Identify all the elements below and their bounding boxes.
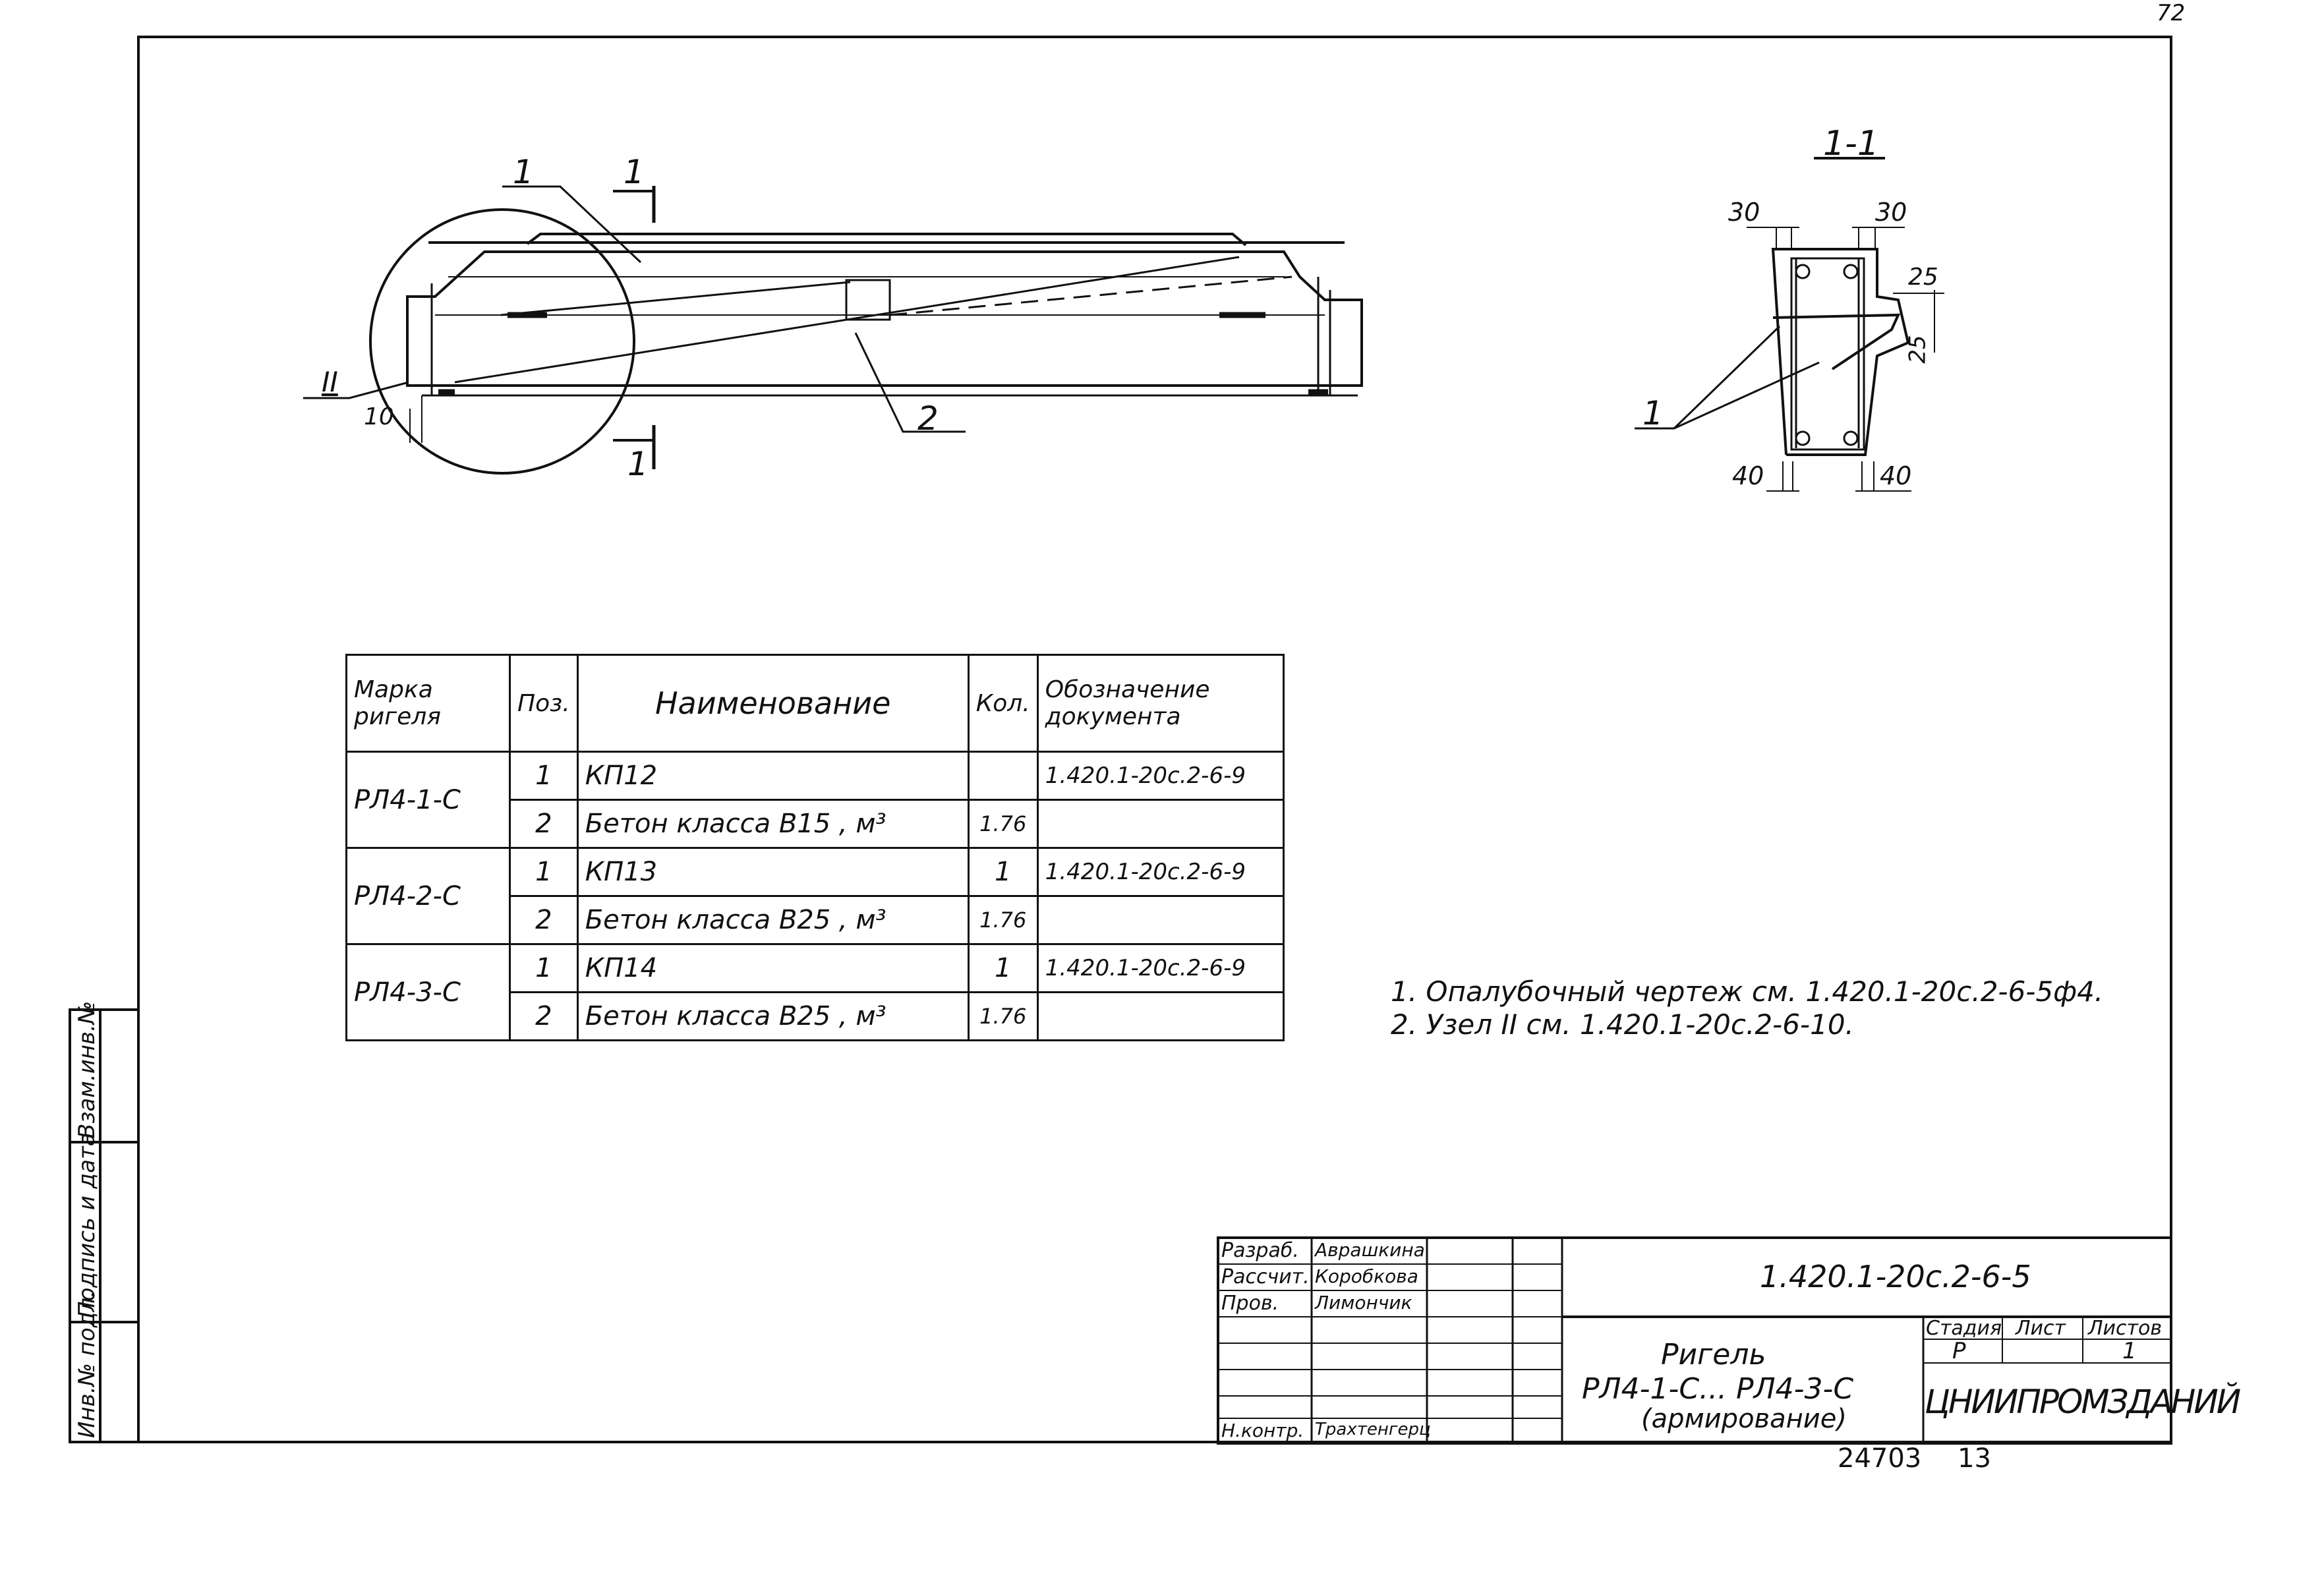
tb-role-6: Н.контр. <box>1221 1420 1304 1441</box>
tb-role-1: Рассчит. <box>1221 1265 1310 1288</box>
tb-role-0: Разраб. <box>1221 1239 1299 1262</box>
row-name: Бетон класса В25 , м³ <box>576 895 970 945</box>
drawing-title-3: (армирование) <box>1641 1404 1847 1434</box>
row-name: КП13 <box>576 847 970 897</box>
row-name: КП14 <box>576 943 970 993</box>
header-name: Наименование <box>576 654 970 753</box>
row-qty <box>967 751 1039 801</box>
section-cut-top-label: 1 <box>624 153 645 191</box>
dim-30-left: 30 <box>1728 198 1760 227</box>
row-doc: 1.420.1-20с.2-6-9 <box>1036 751 1285 801</box>
sheet-header: Лист <box>2016 1317 2066 1340</box>
row-doc <box>1036 799 1285 849</box>
row-pos: 2 <box>509 895 579 945</box>
row-pos: 1 <box>509 751 579 801</box>
header-mark: Марка ригеля <box>345 654 511 753</box>
row-qty: 1.76 <box>967 895 1039 945</box>
row-mark: РЛ4-1-С <box>345 751 511 849</box>
sheets-header: Листов <box>2088 1317 2163 1340</box>
girder-elevation <box>303 185 1363 475</box>
row-pos: 2 <box>509 799 579 849</box>
tb-name-2: Лимончик <box>1315 1292 1412 1314</box>
title-block-lines <box>70 1236 2172 1445</box>
table-row: 2 Бетон класса В25 , м³ 1.76 <box>347 895 1285 945</box>
drawing-title-1: Ригель <box>1661 1338 1766 1372</box>
note-1: 1. Опалубочный чертеж см. 1.420.1-20с.2-… <box>1391 975 2104 1008</box>
tb-name-0: Аврашкина <box>1315 1239 1425 1261</box>
side-stamp-original-inv: Инв.№ подл. <box>74 1290 100 1438</box>
dim-25-side: 25 <box>1904 335 1931 364</box>
node-circle <box>369 208 635 475</box>
dim-40-left: 40 <box>1732 461 1764 490</box>
section-title: 1-1 <box>1823 124 1879 163</box>
row-qty: 1.76 <box>967 799 1039 849</box>
table-row: 2 Бетон класса В15 , м³ 1.76 <box>347 799 1285 849</box>
table-row: 2 Бетон класса В25 , м³ 1.76 <box>347 991 1285 1041</box>
table-row: РЛ4-3-С 1 КП14 1 1.420.1-20с.2-6-9 <box>345 943 1285 1041</box>
side-stamp-replaced-inv: Взам.инв.№ <box>74 1000 100 1139</box>
archive-number: 24703 <box>1838 1443 1922 1474</box>
row-pos: 2 <box>509 991 579 1041</box>
row-pos: 1 <box>509 943 579 993</box>
elevation-callout-2: 2 <box>917 399 939 438</box>
elevation-callout-1: 1 <box>513 153 534 191</box>
row-name: Бетон класса В15 , м³ <box>576 799 970 849</box>
table-row: РЛ4-2-С 1 КП13 1 1.420.1-20с.2-6-9 <box>345 847 1285 945</box>
row-pos: 1 <box>509 847 579 897</box>
header-doc: Обозначение документа <box>1036 654 1285 753</box>
stage-header: Стадия <box>1926 1317 2002 1340</box>
row-qty: 1 <box>967 943 1039 993</box>
section-1-1 <box>1635 157 1944 492</box>
document-code: 1.420.1-20с.2-6-5 <box>1760 1259 2031 1294</box>
dim-25-top: 25 <box>1908 264 1938 291</box>
node-label: II <box>322 366 338 398</box>
row-doc: 1.420.1-20с.2-6-9 <box>1036 943 1285 993</box>
footer-page: 13 <box>1958 1443 1991 1474</box>
note-2: 2. Узел II см. 1.420.1-20с.2-6-10. <box>1391 1008 1854 1041</box>
section-callout-1: 1 <box>1642 394 1664 432</box>
stage-value: Р <box>1952 1338 1966 1364</box>
sheets-value: 1 <box>2122 1338 2137 1364</box>
row-name: КП12 <box>576 751 970 801</box>
row-qty: 1.76 <box>967 991 1039 1041</box>
tb-name-1: Коробкова <box>1315 1265 1418 1287</box>
table-row: РЛ4-1-С 1 КП12 1.420.1-20с.2-6-9 <box>345 751 1285 849</box>
header-qty: Кол. <box>967 654 1039 753</box>
dim-40-right: 40 <box>1880 461 1912 490</box>
row-qty: 1 <box>967 847 1039 897</box>
page-number: 72 <box>2157 0 2186 26</box>
section-cut-bottom-label: 1 <box>627 445 649 483</box>
row-mark: РЛ4-3-С <box>345 943 511 1041</box>
dim-10: 10 <box>364 403 394 430</box>
row-name: Бетон класса В25 , м³ <box>576 991 970 1041</box>
drawing-title-2: РЛ4-1-С... РЛ4-3-С <box>1582 1372 1854 1406</box>
specification-table: Марка ригеля Поз. Наименование Кол. Обоз… <box>345 654 1285 1041</box>
dim-30-right: 30 <box>1875 198 1907 227</box>
organization: ЦНИИПРОМЗДАНИЙ <box>1925 1383 2241 1421</box>
header-pos: Поз. <box>509 654 579 753</box>
row-doc <box>1036 991 1285 1041</box>
tb-role-2: Пров. <box>1221 1292 1279 1315</box>
row-doc: 1.420.1-20с.2-6-9 <box>1036 847 1285 897</box>
row-doc <box>1036 895 1285 945</box>
tb-name-6: Трахтенгерц <box>1315 1420 1431 1439</box>
row-mark: РЛ4-2-С <box>345 847 511 945</box>
